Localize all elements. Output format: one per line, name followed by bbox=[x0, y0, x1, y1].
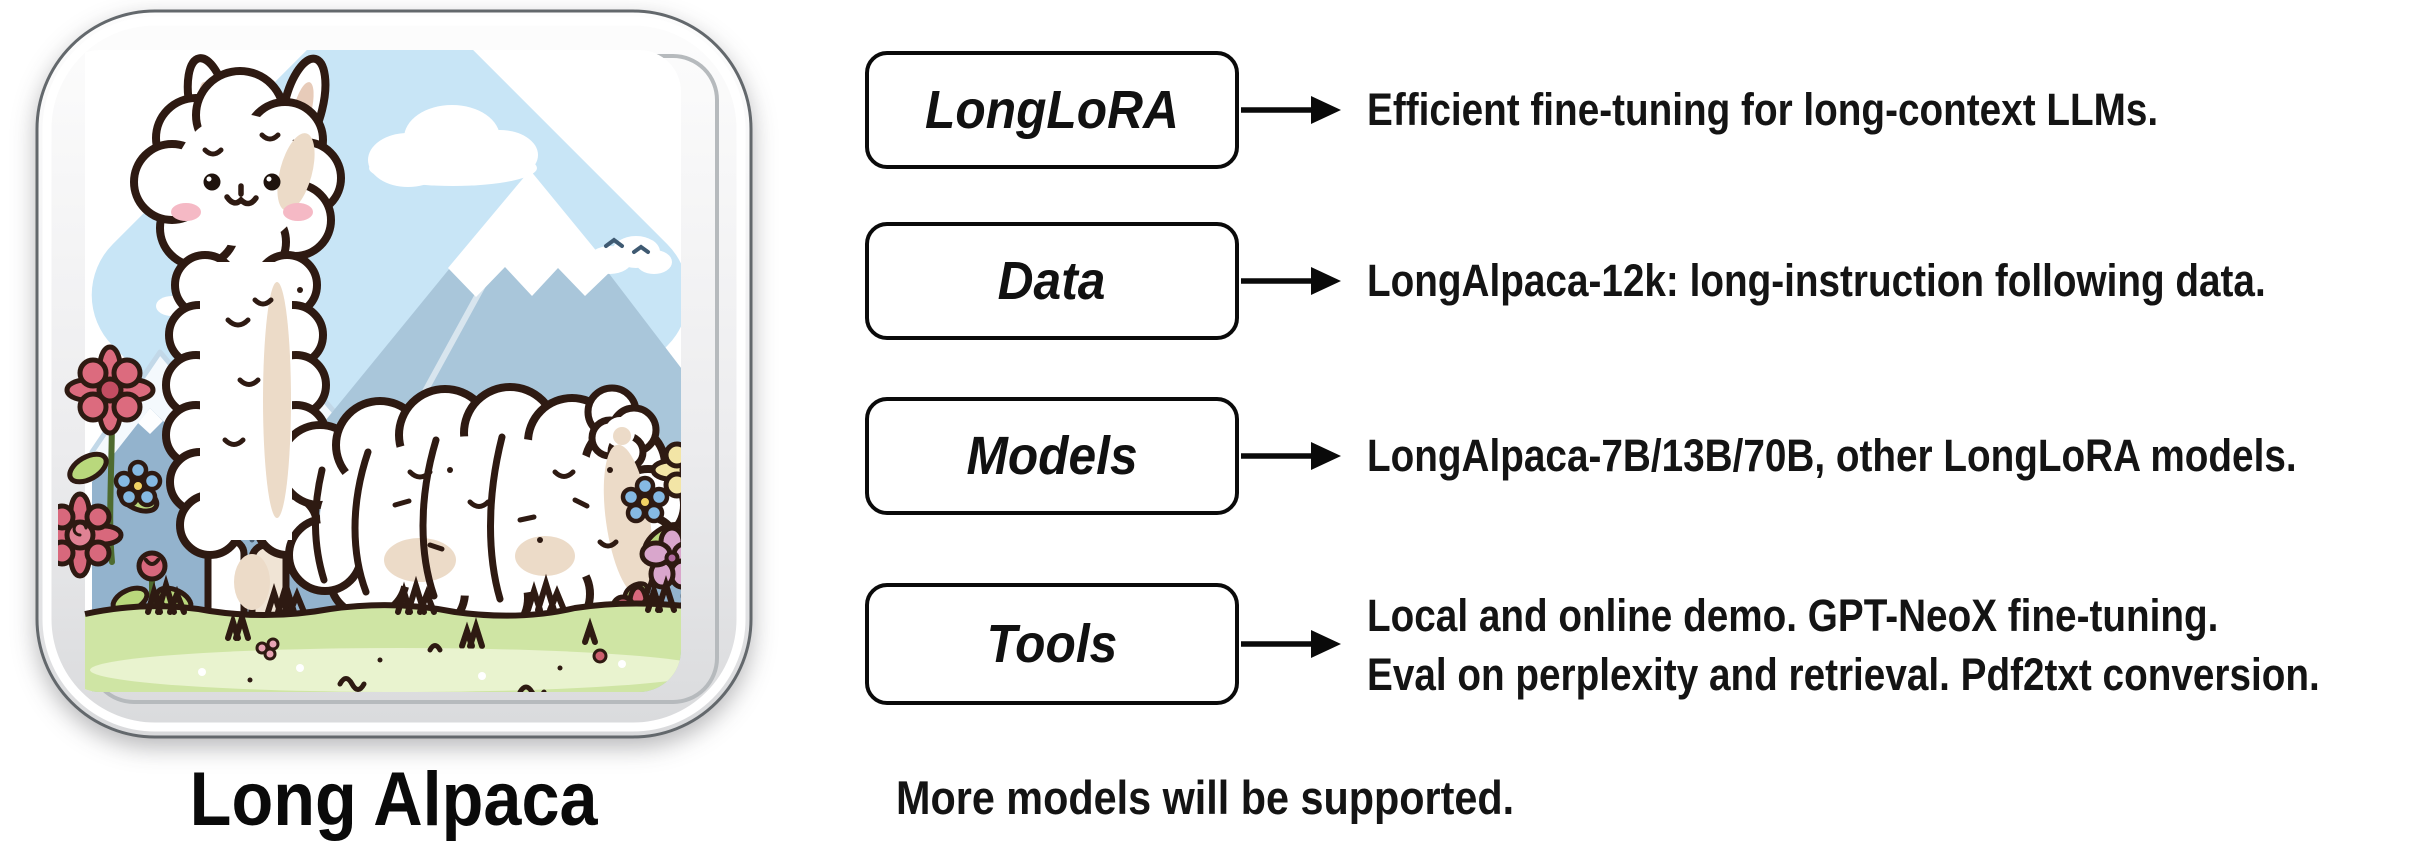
badge-caption-wrap: Long Alpaca bbox=[34, 756, 754, 842]
desc-models: LongAlpaca-7B/13B/70B, other LongLoRA mo… bbox=[1367, 430, 2297, 481]
arrow-right-icon bbox=[1241, 267, 1341, 295]
long-alpaca-badge bbox=[35, 9, 753, 739]
badge-caption: Long Alpaca bbox=[190, 757, 598, 842]
desc-longlora: Efficient fine-tuning for long-context L… bbox=[1367, 84, 2159, 135]
node-box-models: Models bbox=[865, 397, 1239, 515]
desc-tools-line2: Eval on perplexity and retrieval. Pdf2tx… bbox=[1367, 649, 2320, 700]
node-label-longlora: LongLoRA bbox=[925, 80, 1179, 140]
node-box-data: Data bbox=[865, 222, 1239, 340]
arrow-right-icon bbox=[1241, 630, 1341, 658]
badge-artwork bbox=[58, 50, 681, 692]
node-label-data: Data bbox=[998, 251, 1106, 311]
node-label-models: Models bbox=[966, 426, 1138, 486]
node-label-tools: Tools bbox=[986, 614, 1118, 674]
desc-data: LongAlpaca-12k: long-instruction followi… bbox=[1367, 255, 2266, 306]
footer-note: More models will be supported. bbox=[896, 771, 1515, 824]
arrow-right-icon bbox=[1241, 442, 1341, 470]
desc-tools: Local and online demo. GPT-NeoX fine-tun… bbox=[1367, 586, 2320, 704]
arrow-right-icon bbox=[1241, 96, 1341, 124]
grass bbox=[84, 573, 681, 692]
node-box-longlora: LongLoRA bbox=[865, 51, 1239, 169]
desc-tools-line1: Local and online demo. GPT-NeoX fine-tun… bbox=[1367, 590, 2219, 641]
node-box-tools: Tools bbox=[865, 583, 1239, 705]
birds-icon bbox=[604, 237, 650, 254]
alpaca-face bbox=[171, 173, 313, 221]
